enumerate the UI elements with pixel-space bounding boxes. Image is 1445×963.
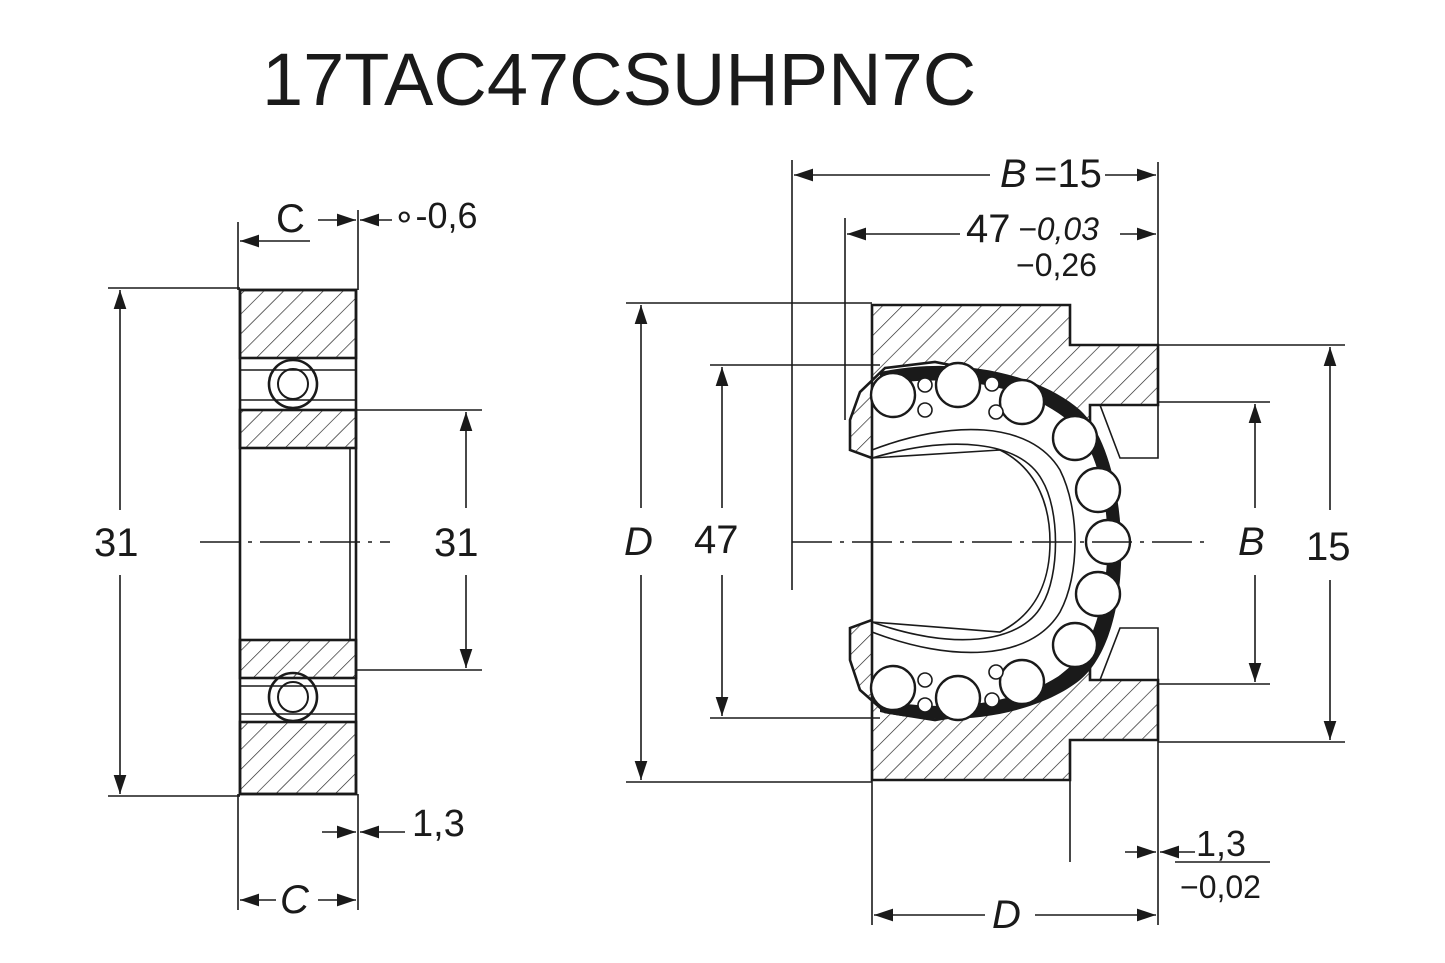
dim-c-top: C (276, 197, 305, 241)
dim-bore-tol-lower: −0,26 (1016, 247, 1097, 283)
dim-c-bottom: C (280, 878, 310, 922)
left-ball-top (267, 358, 319, 410)
dim-ball-47: 47 (694, 518, 739, 562)
dim-15-vertical: 15 (1306, 525, 1351, 569)
dim-b-vertical: B (1238, 520, 1265, 564)
dim-d-vertical: D (624, 520, 653, 564)
dim-1-3-tol: −0,02 (1180, 869, 1261, 905)
dim-bore-tol-upper: −0,03 (1018, 211, 1099, 247)
right-ball-set (869, 361, 1132, 722)
right-bore (871, 449, 1051, 633)
dim-bore-47: 47 (966, 207, 1011, 251)
right-section-view: B =15 47 −0,03 −0,26 D 47 B 15 (624, 152, 1351, 937)
dim-d-bottom: D (992, 893, 1021, 937)
dim-b-var: B (1000, 152, 1027, 196)
left-section-view: C ∘-0,6 31 31 1,3 C (94, 195, 482, 922)
right-inner-race (871, 428, 1076, 654)
left-inner-ring-top (238, 408, 358, 450)
left-outer-ring-top (238, 288, 358, 360)
dim-1-3-left: 1,3 (412, 803, 465, 845)
left-outer-ring-bottom (238, 720, 358, 796)
dim-outer-31: 31 (94, 521, 139, 565)
dim-inner-31: 31 (434, 521, 479, 565)
drawing-title: 17TAC47CSUHPN7C (262, 38, 976, 121)
left-ball-bottom (267, 671, 319, 723)
dim-b-value: =15 (1034, 152, 1102, 196)
dim-1-3-right: 1,3 (1196, 823, 1246, 864)
dim-note-top: ∘-0,6 (393, 195, 478, 236)
